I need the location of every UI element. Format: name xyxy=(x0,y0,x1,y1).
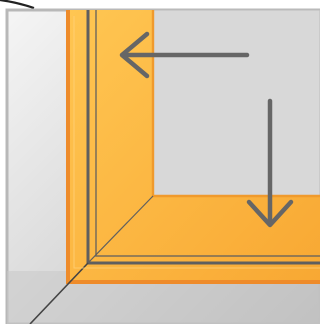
orange-frame-highlight xyxy=(73,16,320,269)
orange-frame-outer-edge xyxy=(66,10,320,284)
left-arrow-icon xyxy=(119,31,250,79)
down-arrow-icon xyxy=(246,98,294,228)
orange-frame-line-inner xyxy=(95,10,320,257)
inner-diagonal-line xyxy=(87,195,154,264)
inner-panel xyxy=(153,10,320,196)
top-corner-line xyxy=(0,0,35,10)
outer-diagonal-line xyxy=(29,262,89,324)
